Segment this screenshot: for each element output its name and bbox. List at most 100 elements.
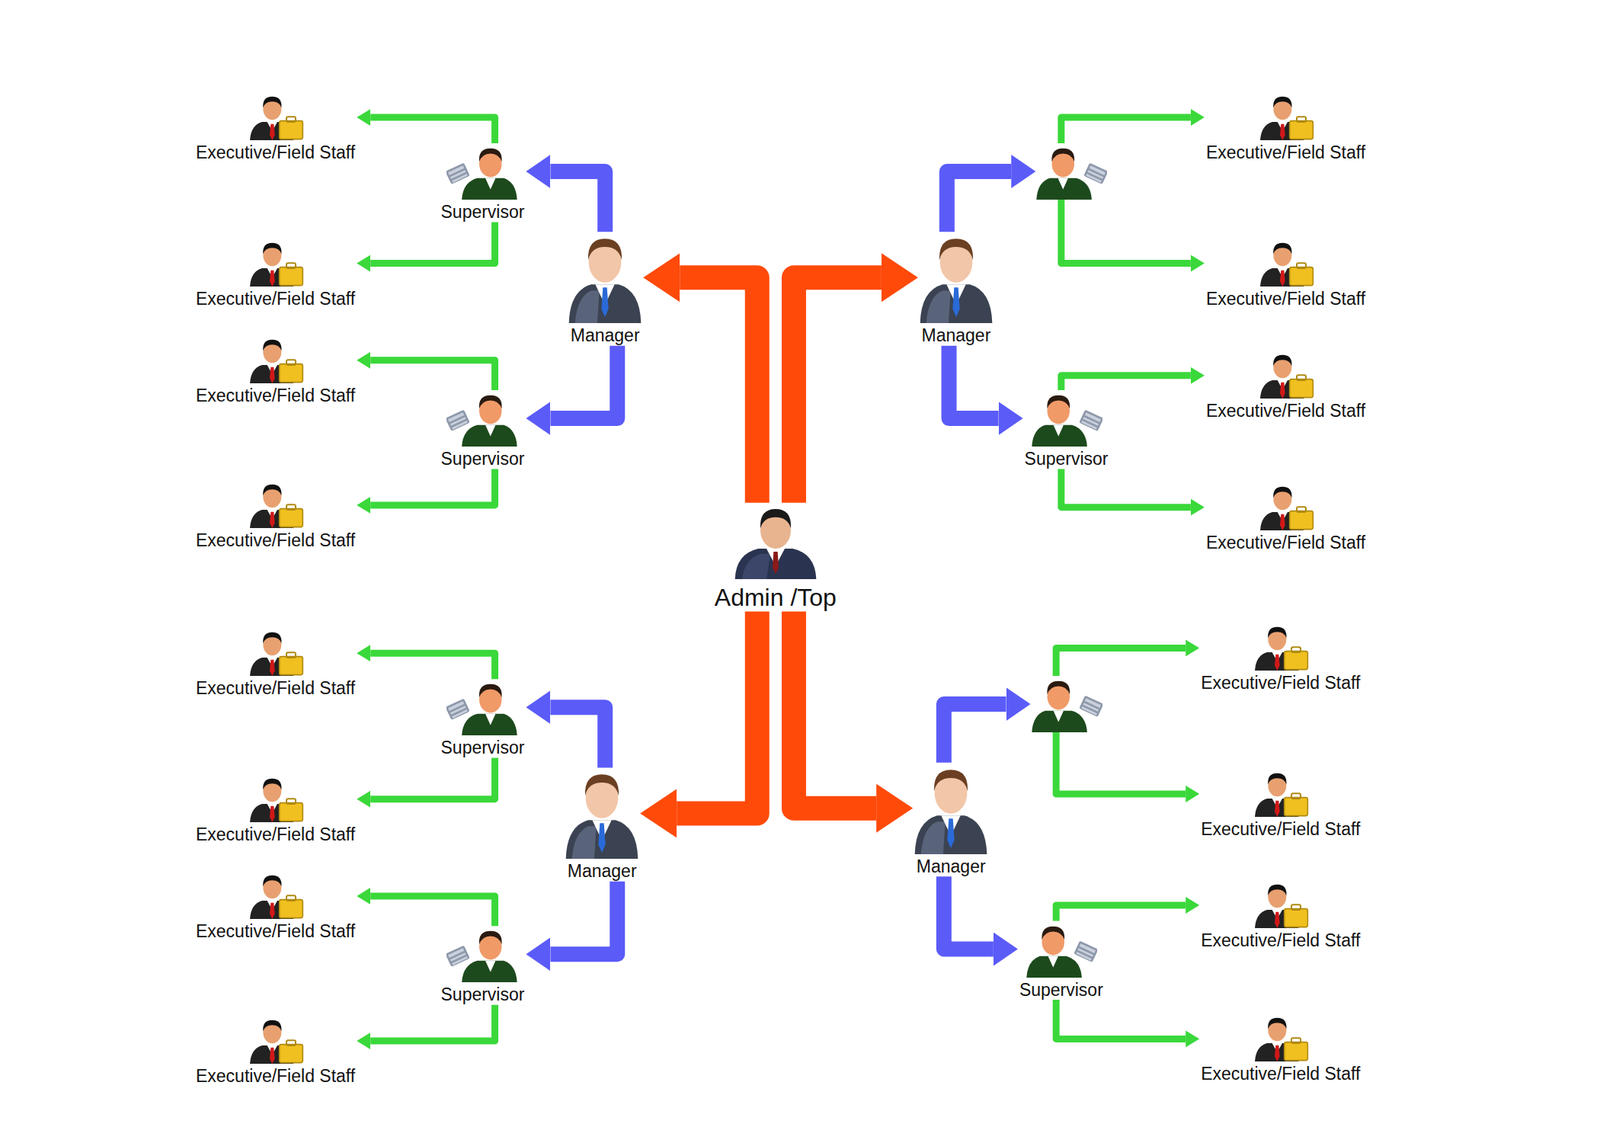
- staff-node: Executive/Field Staff: [1199, 882, 1362, 951]
- hierarchy-arrow: [370, 221, 495, 263]
- person-icon: [729, 502, 822, 580]
- hierarchy-arrow: [1061, 375, 1191, 391]
- node-label: Manager: [566, 325, 644, 346]
- person-icon: [247, 630, 304, 676]
- staff-node: Executive/Field Staff: [1199, 771, 1362, 839]
- node-label: Executive/Field Staff: [194, 142, 357, 163]
- node-label: Executive/Field Staff: [1199, 672, 1362, 693]
- hierarchy-arrow: [949, 345, 999, 419]
- person-figure: [249, 777, 303, 822]
- node-label: Manager: [912, 856, 989, 877]
- hierarchy-arrow: [676, 611, 758, 814]
- person-icon: [1252, 882, 1309, 928]
- supervisor-node: Supervisor: [439, 678, 527, 758]
- person-icon: [446, 143, 519, 200]
- staff-node: Executive/Field Staff: [194, 776, 357, 845]
- person-figure: [1036, 148, 1108, 200]
- node-label: Executive/Field Staff: [194, 1065, 357, 1086]
- hierarchy-arrow: [679, 277, 758, 503]
- person-figure: [249, 875, 303, 919]
- hierarchy-arrow: [1056, 732, 1186, 794]
- hierarchy-arrow: [550, 881, 618, 954]
- person-figure: [249, 1020, 303, 1064]
- person-figure: [915, 769, 988, 855]
- person-icon: [1252, 771, 1309, 817]
- hierarchy-arrow: [550, 345, 618, 419]
- hierarchy-arrow: [793, 611, 877, 809]
- node-label: Executive/Field Staff: [1204, 400, 1367, 421]
- node-label: Manager: [563, 860, 640, 881]
- person-figure: [1254, 884, 1308, 928]
- person-figure: [446, 395, 518, 447]
- person-figure: [1260, 242, 1313, 286]
- manager-node: Manager: [566, 231, 644, 346]
- hierarchy-arrow: [550, 707, 605, 768]
- supervisor-node: [1030, 675, 1103, 733]
- supervisor-node: Supervisor: [439, 143, 527, 222]
- person-icon: [563, 767, 640, 859]
- node-label: Executive/Field Staff: [194, 921, 357, 941]
- manager-node: Manager: [912, 762, 989, 877]
- person-icon: [1257, 484, 1315, 531]
- person-figure: [1031, 395, 1103, 447]
- node-label: Executive/Field Staff: [194, 678, 357, 698]
- person-figure: [249, 632, 303, 676]
- person-figure: [566, 774, 639, 860]
- node-label: Admin /Top: [713, 583, 839, 612]
- node-label: Executive/Field Staff: [1204, 288, 1367, 309]
- staff-node: Executive/Field Staff: [1204, 240, 1367, 309]
- person-figure: [1254, 627, 1308, 671]
- supervisor-node: [1035, 143, 1108, 200]
- node-label: Executive/Field Staff: [1199, 1063, 1362, 1084]
- hierarchy-arrow: [370, 758, 495, 800]
- person-icon: [247, 873, 304, 919]
- hierarchy-arrow: [370, 1004, 495, 1041]
- hierarchy-arrow: [1061, 117, 1191, 144]
- supervisor-node: Supervisor: [439, 925, 527, 1005]
- person-figure: [446, 148, 518, 200]
- person-icon: [1030, 390, 1103, 447]
- person-icon: [912, 762, 989, 855]
- hierarchy-arrow: [370, 652, 495, 679]
- staff-node: Executive/Field Staff: [194, 630, 357, 698]
- person-icon: [247, 337, 304, 384]
- person-figure: [1254, 773, 1308, 817]
- node-label: Executive/Field Staff: [194, 530, 357, 551]
- node-label: Supervisor: [439, 201, 527, 222]
- person-icon: [1257, 352, 1315, 399]
- hierarchy-arrow: [947, 171, 1012, 232]
- node-label: Manager: [918, 325, 995, 346]
- person-icon: [1025, 921, 1098, 978]
- person-icon: [247, 776, 304, 823]
- node-label: Supervisor: [1023, 448, 1111, 469]
- person-icon: [1257, 240, 1315, 287]
- node-label: Executive/Field Staff: [1199, 930, 1362, 951]
- person-icon: [446, 678, 519, 736]
- node-label: Supervisor: [439, 984, 527, 1005]
- hierarchy-arrow: [370, 117, 495, 144]
- hierarchy-arrow: [370, 896, 495, 926]
- hierarchy-arrow: [550, 171, 605, 232]
- person-figure: [446, 931, 518, 983]
- node-label: Executive/Field Staff: [194, 824, 357, 845]
- staff-node: Executive/Field Staff: [1204, 352, 1367, 421]
- hierarchy-arrow: [944, 876, 994, 949]
- person-figure: [249, 96, 303, 141]
- staff-node: Executive/Field Staff: [1199, 624, 1362, 693]
- person-figure: [569, 239, 642, 324]
- person-figure: [1260, 355, 1313, 399]
- supervisor-node: Supervisor: [1017, 921, 1105, 1000]
- hierarchy-arrow: [944, 704, 1007, 763]
- hierarchy-arrow: [1056, 999, 1186, 1039]
- hierarchy-arrow: [793, 277, 882, 503]
- person-icon: [918, 231, 995, 324]
- hierarchy-arrow: [1061, 199, 1191, 264]
- node-label: Executive/Field Staff: [1204, 142, 1367, 163]
- hierarchy-arrow: [370, 469, 495, 506]
- person-icon: [247, 94, 304, 141]
- person-figure: [249, 242, 303, 286]
- person-figure: [1254, 1017, 1308, 1062]
- person-figure: [249, 484, 303, 528]
- staff-node: Executive/Field Staff: [194, 337, 357, 406]
- staff-node: Executive/Field Staff: [194, 240, 357, 309]
